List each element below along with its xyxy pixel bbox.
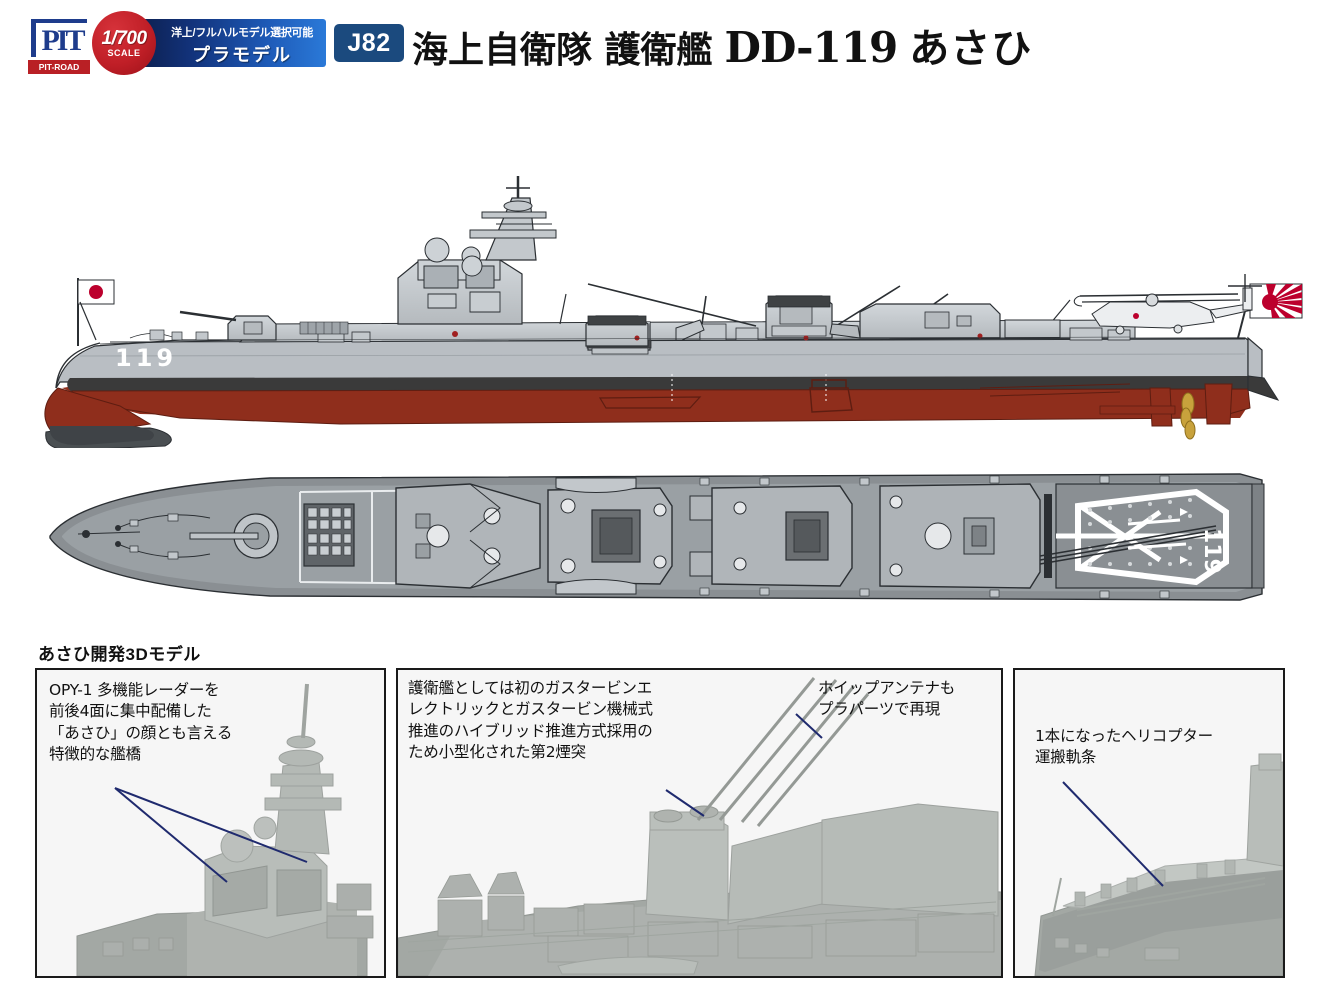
title-force: 海上自衛隊 護衛艦 xyxy=(412,29,713,71)
pit-road-logo: PIT PIT-ROAD xyxy=(28,16,90,74)
model-section-heading: あさひ開発3Dモデル xyxy=(38,645,201,664)
header-banner: PIT PIT-ROAD 1/700 SCALE 洋上/フルハルモデル選択可能 … xyxy=(0,0,1320,88)
svg-text:119: 119 xyxy=(115,344,177,372)
plastic-model-banner: 洋上/フルハルモデル選択可能 プラモデル xyxy=(136,19,326,67)
title-ship-name: あさひ xyxy=(909,25,1033,72)
photo-panel-stern: 1本になったヘリコプター 運搬軌条 xyxy=(1013,668,1285,978)
ship-plan-top-view: 119 xyxy=(0,448,1320,623)
scale-badge-sublabel: SCALE xyxy=(107,48,141,58)
model-section: あさひ開発3Dモデル xyxy=(0,636,1320,984)
callout-whip-antenna: ホイップアンテナも プラパーツで再現 xyxy=(818,679,956,719)
banner-big-line: プラモデル xyxy=(192,45,292,65)
logo-brand-name: PIT-ROAD xyxy=(28,60,90,74)
scale-badge: 1/700 SCALE xyxy=(92,11,156,75)
callout-second-funnel: 護衛艦としては初のガスタービンエ レクトリックとガスタービン機械式 推進のハイブ… xyxy=(408,679,653,762)
photo-panel-midship: 護衛艦としては初のガスタービンエ レクトリックとガスタービン機械式 推進のハイブ… xyxy=(396,668,1003,978)
callout-bridge-radar: OPY-1 多機能レーダーを 前後4面に集中配備した 「あさひ」の顔とも言える … xyxy=(49,681,233,764)
leader-lines-panel-3 xyxy=(1062,781,1164,887)
svg-text:119: 119 xyxy=(1199,528,1224,574)
callout-helicopter-rail: 1本になったヘリコプター 運搬軌条 xyxy=(1035,727,1213,767)
ship-side-profile-view: 119 xyxy=(0,88,1320,448)
banner-top-line: 洋上/フルハルモデル選択可能 xyxy=(171,27,313,39)
photo-panel-bridge: OPY-1 多機能レーダーを 前後4面に集中配備した 「あさひ」の顔とも言える … xyxy=(35,668,386,978)
scale-badge-value: 1/700 xyxy=(101,28,147,49)
title-designation: DD-119 xyxy=(724,23,899,72)
ship-illustration-area: 119 xyxy=(0,88,1320,638)
logo-mark-text: PIT xyxy=(41,24,85,57)
logo-mark-box: PIT xyxy=(28,16,90,60)
kit-code-badge: J82 xyxy=(334,24,404,62)
logo-mark-inner: PIT xyxy=(36,23,88,59)
